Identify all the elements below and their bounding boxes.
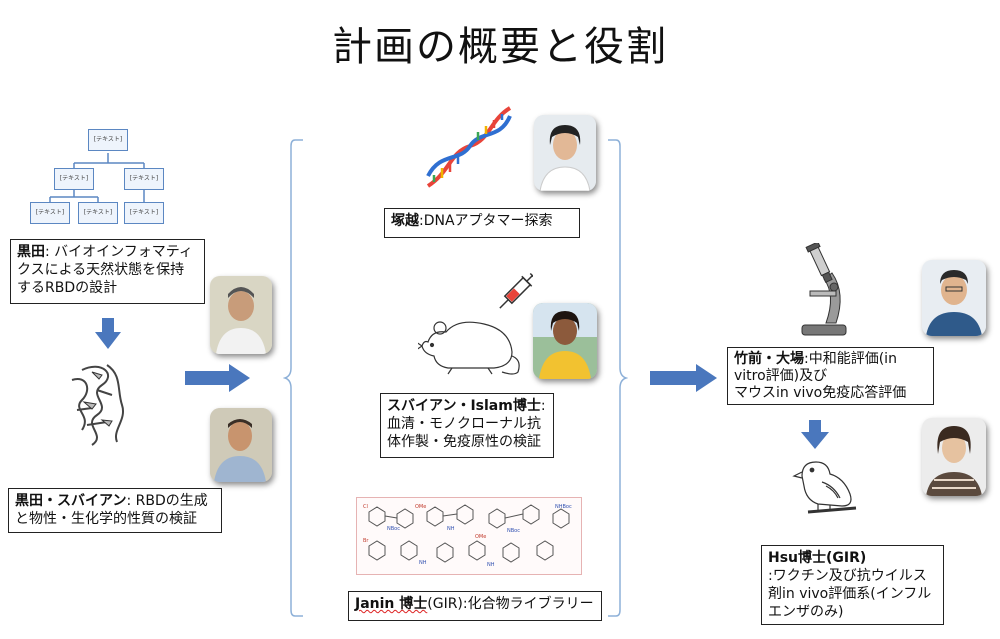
tsukakoshi-role-box: 塚越:DNAアプタマー探索 bbox=[384, 208, 580, 238]
takemae-photo bbox=[922, 260, 986, 336]
org-node-bottom-1: [テキスト] bbox=[30, 202, 70, 224]
syringe-icon bbox=[499, 272, 533, 309]
svg-text:NBoc: NBoc bbox=[387, 526, 400, 532]
svg-text:Br: Br bbox=[363, 538, 369, 544]
kuroda-photo bbox=[210, 276, 272, 354]
org-node-mid-left: [テキスト] bbox=[54, 168, 94, 190]
bird-icon bbox=[792, 461, 857, 514]
svg-text:NHBoc: NHBoc bbox=[555, 504, 572, 510]
kuroda-subaian-text: : RBDの生成と物性・生化学的性質の検証 bbox=[15, 493, 208, 527]
kuroda-subaian-role-box: 黒田・スバイアン: RBDの生成と物性・生化学的性質の検証 bbox=[8, 488, 222, 533]
chemical-structures-icon: NBoc NH NBoc NHBoc NH NH Cl OMe OMe Br bbox=[363, 504, 572, 568]
tsukakoshi-name: 塚越 bbox=[391, 213, 419, 229]
org-node-top: [テキスト] bbox=[88, 129, 128, 151]
oba-photo bbox=[922, 418, 986, 496]
svg-text:NH: NH bbox=[419, 560, 427, 566]
org-chart: [テキスト] [テキスト] [テキスト] [テキスト] [テキスト] [テキスト… bbox=[25, 125, 175, 225]
takemae-oba-line1: :中和能評価(in bbox=[804, 351, 897, 367]
person-silhouette-icon bbox=[210, 276, 272, 354]
subaian-islam-text: : 血清・モノクローナル抗体作製・免疫原性の検証 bbox=[387, 398, 546, 450]
janin-role-box: Janin 博士(GIR):化合物ライブラリー bbox=[348, 591, 602, 621]
down-arrow-right bbox=[801, 420, 829, 449]
org-node-bottom-2: [テキスト] bbox=[78, 202, 118, 224]
tsukakoshi-photo bbox=[534, 115, 596, 191]
kuroda-role-box: 黒田: バイオインフォマティクスによる天然状態を保持するRBDの設計 bbox=[10, 239, 205, 304]
subaian-photo bbox=[210, 408, 272, 482]
org-node-mid-right: [テキスト] bbox=[124, 168, 164, 190]
takemae-oba-line2: vitro評価)及び bbox=[734, 368, 828, 384]
svg-text:OMe: OMe bbox=[475, 534, 486, 540]
svg-text:NH: NH bbox=[447, 526, 455, 532]
takemae-oba-name: 竹前・大場 bbox=[734, 351, 804, 367]
hsu-text: :ワクチン及び抗ウイルス剤in vivo評価系(インフルエンザのみ) bbox=[768, 568, 932, 620]
person-silhouette-icon bbox=[922, 418, 986, 496]
mouse-icon bbox=[418, 321, 520, 375]
kuroda-text: : バイオインフォマティクスによる天然状態を保持するRBDの設計 bbox=[17, 244, 193, 296]
hsu-name: Hsu博士(GIR) bbox=[768, 550, 867, 566]
microscope-icon bbox=[801, 243, 847, 336]
org-node-bottom-3: [テキスト] bbox=[124, 202, 164, 224]
svg-text:OMe: OMe bbox=[415, 504, 426, 510]
right-arrow-right bbox=[650, 364, 717, 392]
person-silhouette-icon bbox=[210, 408, 272, 482]
islam-photo bbox=[533, 303, 597, 379]
slide-title: 計画の概要と役割 bbox=[332, 24, 668, 70]
right-brace bbox=[608, 139, 628, 617]
right-arrow-left bbox=[185, 364, 250, 392]
down-arrow-left bbox=[95, 318, 121, 349]
janin-name: Janin 博士 bbox=[355, 596, 428, 612]
kuroda-subaian-name: 黒田・スバイアン bbox=[15, 493, 127, 509]
takemae-oba-role-box: 竹前・大場:中和能評価(in vitro評価)及び マウスin vivo免疫応答… bbox=[727, 347, 934, 405]
chemical-structures-panel: NBoc NH NBoc NHBoc NH NH Cl OMe OMe Br bbox=[356, 497, 582, 575]
dna-helix-icon bbox=[426, 106, 512, 188]
svg-text:NBoc: NBoc bbox=[507, 528, 520, 534]
takemae-oba-line3: マウスin vivo免疫応答評価 bbox=[734, 385, 907, 401]
person-silhouette-icon bbox=[533, 303, 597, 379]
janin-text: (GIR):化合物ライブラリー bbox=[427, 596, 594, 612]
subaian-islam-role-box: スバイアン・Islam博士: 血清・モノクローナル抗体作製・免疫原性の検証 bbox=[380, 393, 554, 458]
protein-structure-icon bbox=[71, 364, 125, 446]
tsukakoshi-text: :DNAアプタマー探索 bbox=[419, 213, 553, 229]
svg-text:Cl: Cl bbox=[363, 504, 368, 510]
kuroda-name: 黒田 bbox=[17, 244, 45, 260]
person-silhouette-icon bbox=[922, 260, 986, 336]
svg-text:NH: NH bbox=[487, 562, 495, 568]
org-chart-connectors bbox=[49, 153, 145, 202]
subaian-islam-name: スバイアン・Islam博士 bbox=[387, 398, 541, 414]
hsu-role-box: Hsu博士(GIR) :ワクチン及び抗ウイルス剤in vivo評価系(インフルエン… bbox=[761, 545, 944, 625]
left-brace bbox=[283, 139, 303, 617]
person-silhouette-icon bbox=[534, 115, 596, 191]
